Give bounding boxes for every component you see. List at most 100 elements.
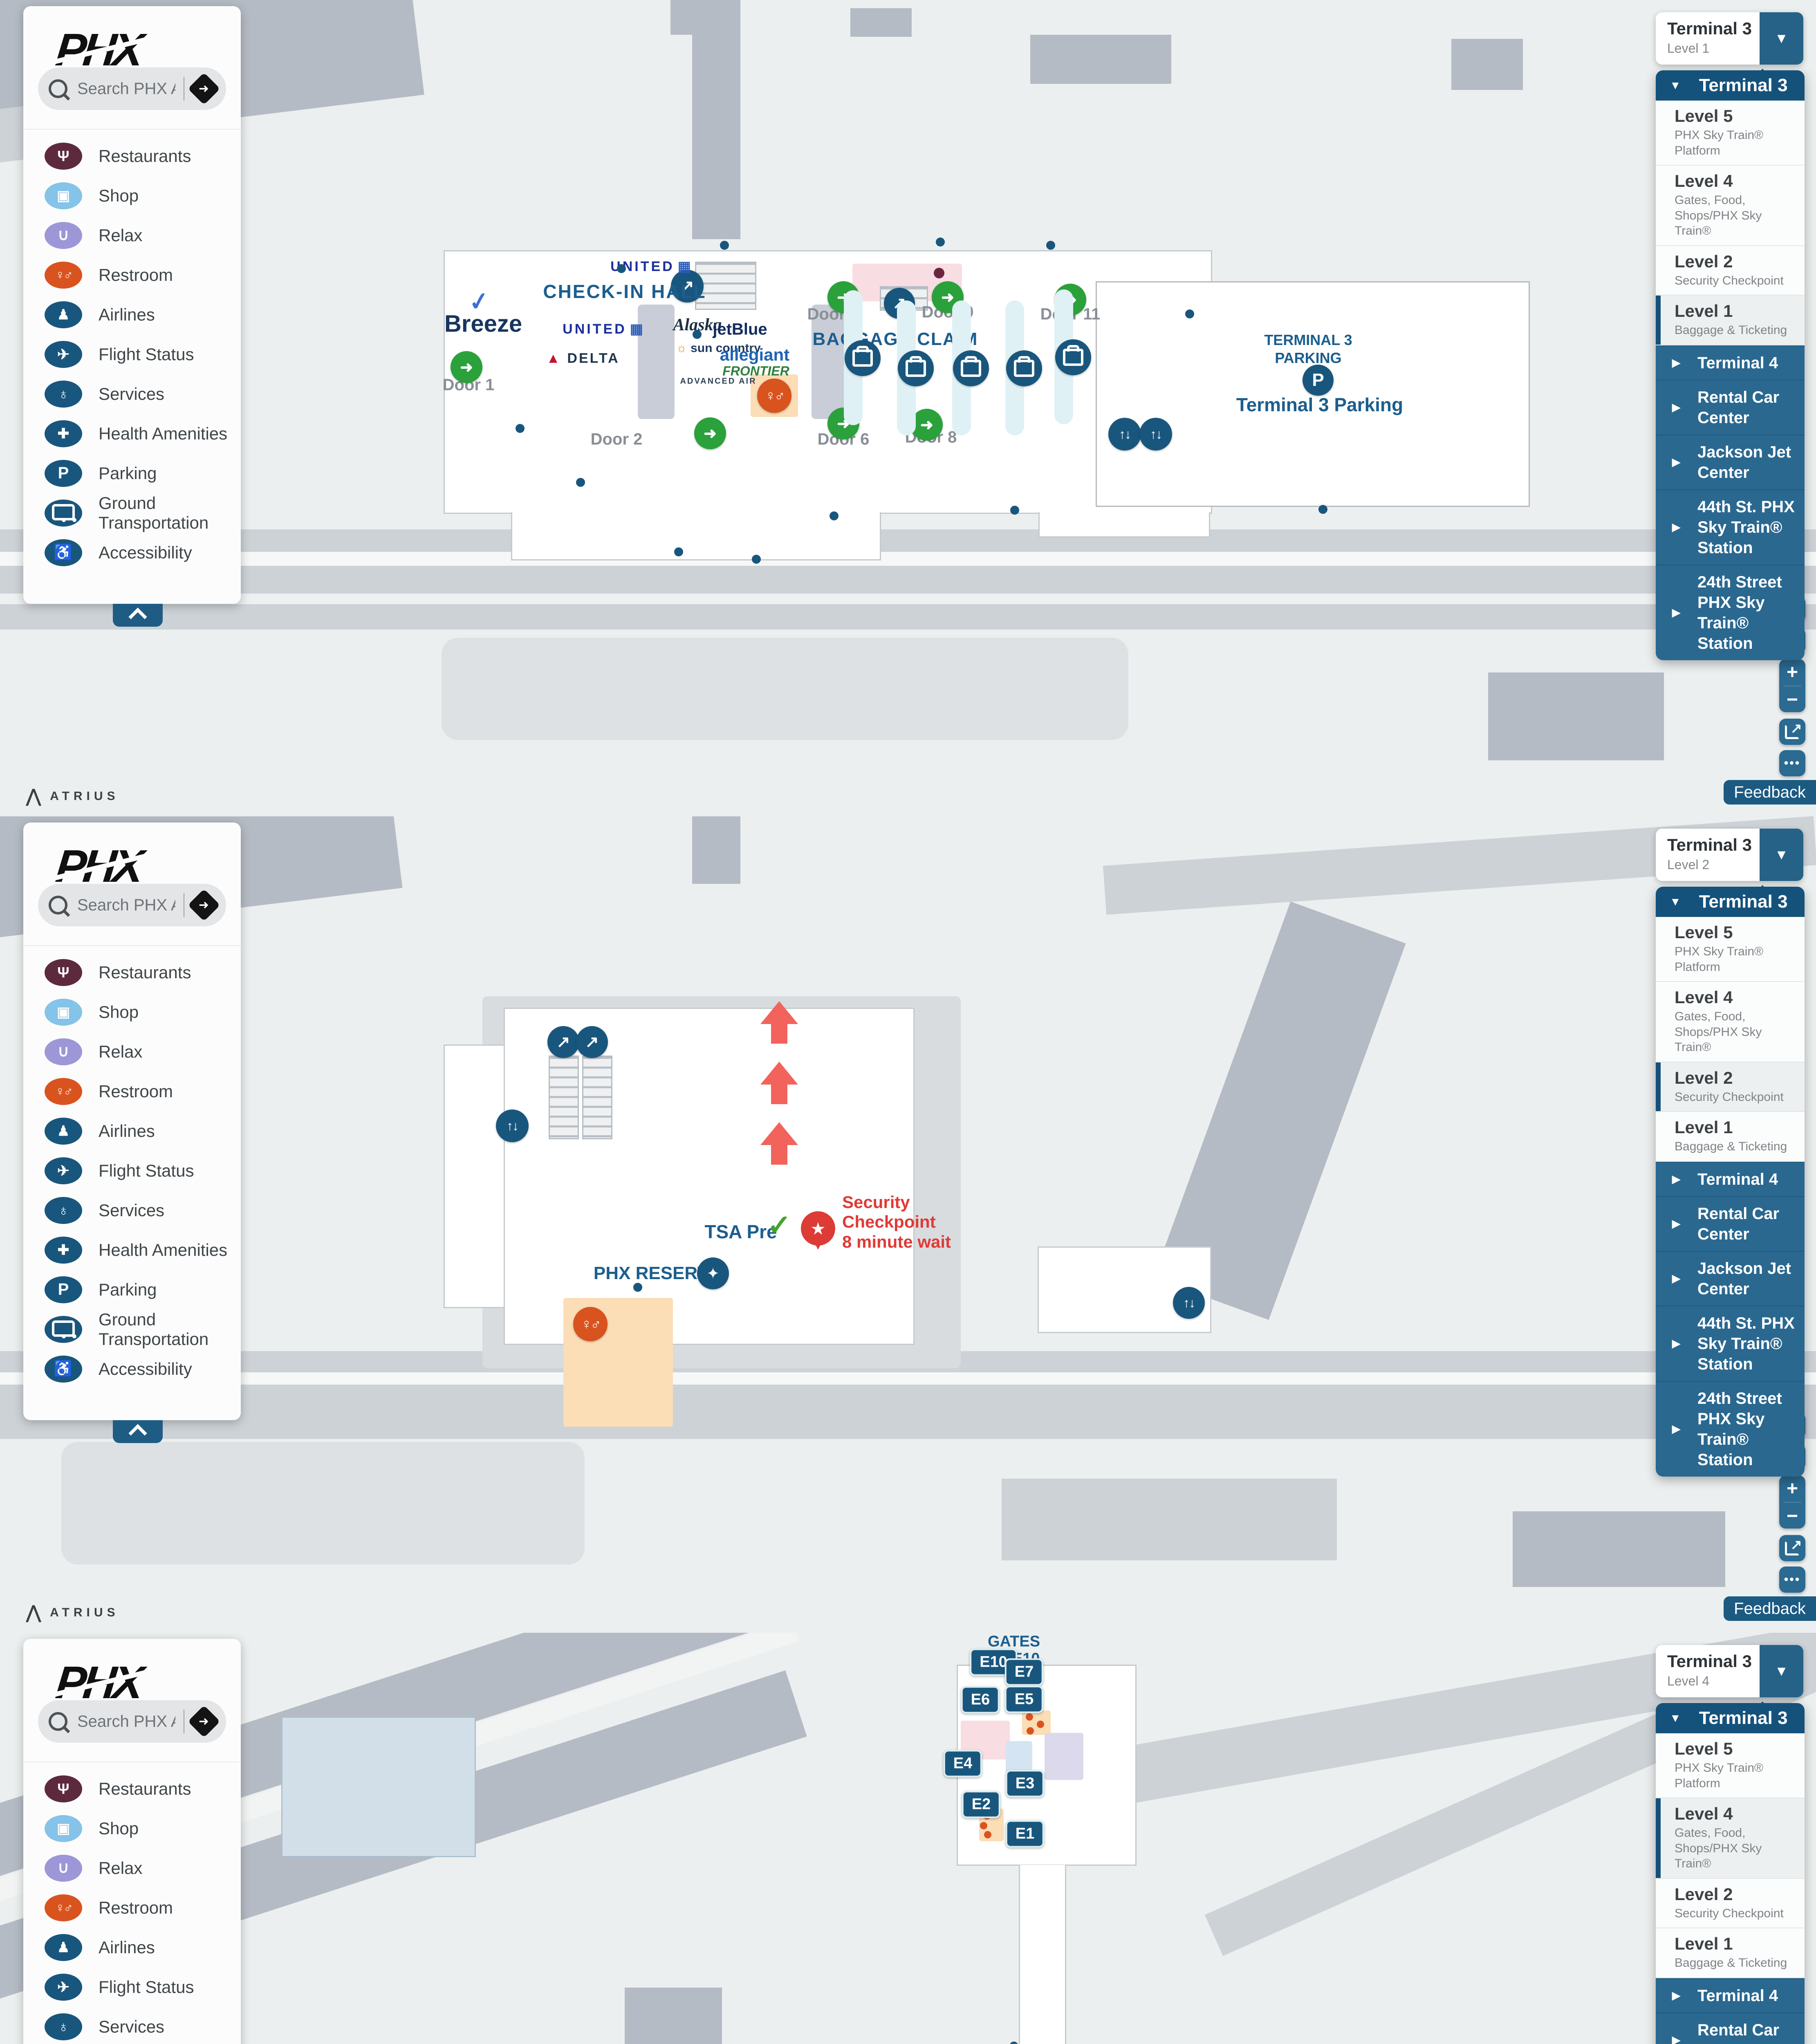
sidebar-item[interactable]: Services <box>23 374 241 414</box>
sidebar-item[interactable]: Airlines <box>23 1927 241 1967</box>
sidebar-item[interactable]: Services <box>23 1190 241 1230</box>
sidebar-item[interactable]: Restroom <box>23 1071 241 1111</box>
restroom-map-icon[interactable] <box>757 379 791 413</box>
poi-dot[interactable] <box>633 1283 642 1292</box>
place-option[interactable]: ▶Terminal 4 <box>1656 1978 1805 2013</box>
search-bar[interactable]: Search PHX Airport ➜ <box>38 67 226 110</box>
poi-dot[interactable] <box>516 424 525 433</box>
level-option[interactable]: Level 5 PHX Sky Train® Platform <box>1656 101 1805 166</box>
exit-icon[interactable] <box>911 409 943 441</box>
directions-icon[interactable]: ➜ <box>188 72 220 105</box>
united-logo[interactable]: UNITED <box>563 321 645 337</box>
sidebar-item[interactable]: Restroom <box>23 255 241 295</box>
poi-dot[interactable] <box>1027 1727 1034 1735</box>
selector-dropdown-button[interactable]: ▼ <box>1760 829 1803 881</box>
poi-dot[interactable] <box>1185 309 1194 318</box>
feedback-button[interactable]: Feedback <box>1724 1596 1816 1621</box>
place-option[interactable]: ▶Rental Car Center <box>1656 1196 1805 1251</box>
poi-dot[interactable] <box>984 1831 991 1838</box>
parking-p-icon[interactable] <box>1303 365 1334 396</box>
poi-dot[interactable] <box>1010 2042 1018 2044</box>
sidebar-item[interactable]: Restroom <box>23 1888 241 1927</box>
sidebar-item[interactable]: Airlines <box>23 1111 241 1151</box>
poi-dot[interactable] <box>617 264 626 273</box>
exit-icon[interactable] <box>694 417 726 449</box>
place-option[interactable]: ▶Rental Car Center <box>1656 2012 1805 2044</box>
gate-chip[interactable]: E3 <box>1005 1770 1045 1797</box>
sidebar-item[interactable]: Relax <box>23 1032 241 1071</box>
level-option[interactable]: Level 4 Gates, Food, Shops/PHX Sky Train… <box>1656 982 1805 1062</box>
sidebar-item[interactable]: Shop <box>23 176 241 215</box>
sidebar-item[interactable]: Flight Status <box>23 1967 241 2007</box>
selector-dropdown-button[interactable]: ▼ <box>1760 12 1803 65</box>
allegiant-logo[interactable]: allegiant <box>720 345 790 364</box>
baggage-carousel-icon[interactable] <box>953 350 989 386</box>
zoom-in-button[interactable]: + <box>1786 661 1798 683</box>
level-option[interactable]: Level 1 Baggage & Ticketing <box>1656 1928 1805 1978</box>
dropdown-terminal3-header[interactable]: ▼Terminal 3 <box>1656 70 1805 101</box>
sidebar-item[interactable]: Ground Transportation <box>23 1309 241 1349</box>
search-bar[interactable]: Search PHX Airport ➜ <box>38 884 226 926</box>
sidebar-item[interactable]: Ground Transportation <box>23 493 241 533</box>
level-option[interactable]: Level 1 Baggage & Ticketing <box>1656 296 1805 345</box>
delta-logo[interactable]: ▲ DELTA <box>546 350 620 366</box>
more-button[interactable] <box>1779 750 1805 776</box>
poi-dot[interactable] <box>674 547 683 556</box>
poi-dot[interactable] <box>720 241 729 250</box>
place-option[interactable]: ▶Jackson Jet Center <box>1656 1251 1805 1306</box>
place-option[interactable]: ▶Rental Car Center <box>1656 379 1805 435</box>
sidebar-item[interactable]: Accessibility <box>23 533 241 572</box>
level-option[interactable]: Level 4 Gates, Food, Shops/PHX Sky Train… <box>1656 1798 1805 1879</box>
elevator-icon[interactable] <box>1108 418 1141 450</box>
exit-icon[interactable] <box>451 351 482 383</box>
level-option[interactable]: Level 2 Security Checkpoint <box>1656 246 1805 296</box>
baggage-carousel-icon[interactable] <box>845 340 881 376</box>
gate-chip[interactable]: E5 <box>1004 1685 1044 1713</box>
sidebar-item[interactable]: Airlines <box>23 295 241 334</box>
baggage-carousel-icon[interactable] <box>1055 339 1091 375</box>
poi-dot[interactable] <box>1318 505 1327 514</box>
dropdown-terminal3-header[interactable]: ▼Terminal 3 <box>1656 1703 1805 1733</box>
level-option[interactable]: Level 5 PHX Sky Train® Platform <box>1656 1733 1805 1798</box>
dropdown-terminal3-header[interactable]: ▼Terminal 3 <box>1656 887 1805 917</box>
zoom-out-button[interactable]: − <box>1786 689 1798 710</box>
share-button[interactable] <box>1779 1535 1805 1561</box>
gate-chip[interactable]: E4 <box>943 1750 982 1777</box>
poi-dot[interactable] <box>936 238 945 247</box>
sidebar-item[interactable]: Restaurants <box>23 953 241 992</box>
place-option[interactable]: ▶24th Street PHX Sky Train® Station <box>1656 1381 1805 1477</box>
sidebar-item[interactable]: Shop <box>23 1809 241 1848</box>
elevator-icon[interactable] <box>496 1109 529 1142</box>
sidebar-item[interactable]: Relax <box>23 215 241 255</box>
feedback-button[interactable]: Feedback <box>1724 780 1816 805</box>
zoom-in-button[interactable]: + <box>1786 1478 1798 1499</box>
frontier-logo[interactable]: FRONTIER <box>722 363 789 379</box>
advanced-air-logo[interactable]: ADVANCED AIR <box>680 377 757 386</box>
sidebar-item[interactable]: Parking <box>23 1270 241 1309</box>
gate-chip[interactable]: E2 <box>962 1791 1001 1818</box>
directions-icon[interactable]: ➜ <box>188 889 220 921</box>
sidebar-item[interactable]: Restaurants <box>23 1769 241 1809</box>
gate-chip[interactable]: E1 <box>1005 1820 1045 1848</box>
sidebar-item[interactable]: Health Amenities <box>23 414 241 453</box>
search-bar[interactable]: Search PHX Airport ➜ <box>38 1700 226 1743</box>
sidebar-item[interactable]: Parking <box>23 453 241 493</box>
poi-dot[interactable] <box>830 511 838 520</box>
poi-dot[interactable] <box>693 330 702 339</box>
sidebar-item[interactable]: Flight Status <box>23 1151 241 1190</box>
baggage-carousel-icon[interactable] <box>898 350 934 386</box>
sidebar-item[interactable]: Shop <box>23 992 241 1032</box>
level-option[interactable]: Level 2 Security Checkpoint <box>1656 1062 1805 1112</box>
gate-chip[interactable]: E7 <box>1004 1658 1044 1686</box>
gate-chip[interactable]: E6 <box>961 1686 1000 1714</box>
poi-dot[interactable] <box>1026 1713 1033 1721</box>
sidebar-item[interactable]: Health Amenities <box>23 1230 241 1270</box>
level-option[interactable]: Level 2 Security Checkpoint <box>1656 1878 1805 1928</box>
jetblue-logo[interactable]: jetBlue <box>713 320 767 338</box>
sun-country-logo[interactable]: ☼ sun country <box>676 341 761 355</box>
escalator-icon[interactable] <box>671 270 704 303</box>
elevator-icon[interactable] <box>1173 1287 1205 1319</box>
escalator-icon[interactable] <box>576 1026 608 1058</box>
sidebar-item[interactable]: Services <box>23 2007 241 2044</box>
poi-dot[interactable] <box>980 1822 987 1829</box>
